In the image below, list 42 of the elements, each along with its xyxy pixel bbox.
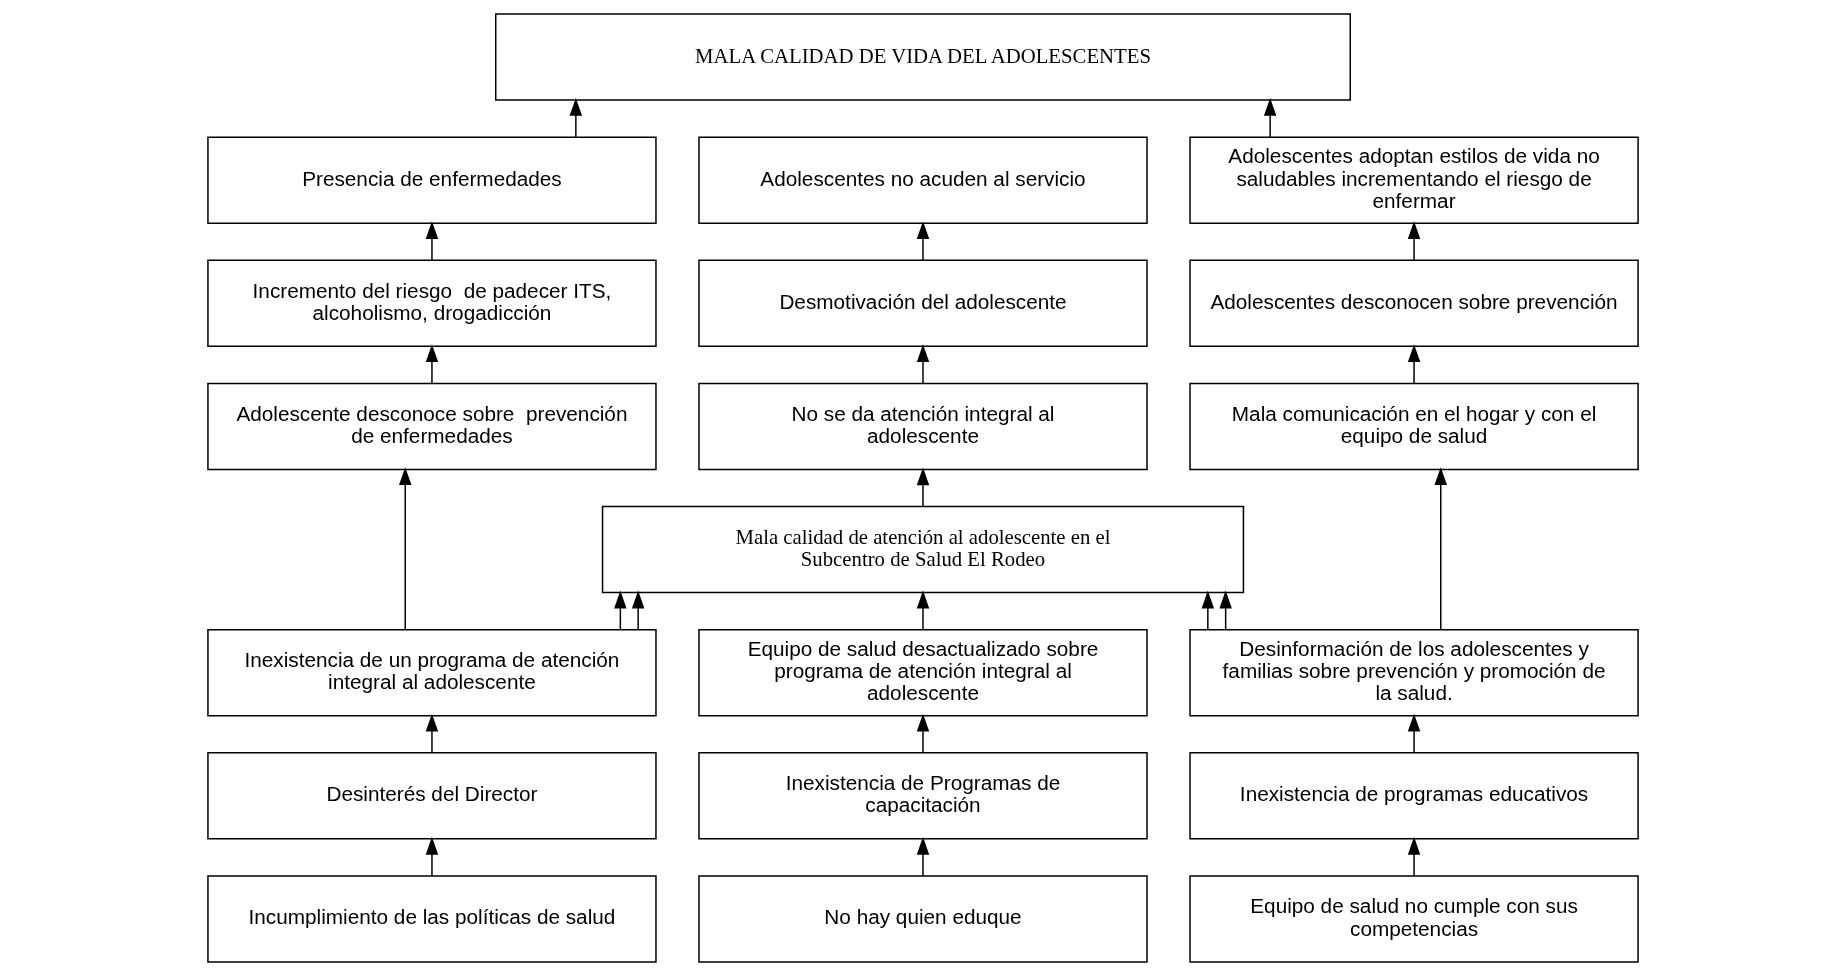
arrow — [569, 98, 582, 138]
arrow — [1434, 467, 1447, 630]
node-box: Desmotivación del adolescente — [697, 259, 1148, 348]
arrow — [1407, 836, 1420, 877]
arrow — [916, 344, 929, 385]
node-box: Adolescentes no acuden al servicio — [697, 136, 1148, 224]
node-box: Mala comunicación en el hogar y con el equipo de salud — [1188, 382, 1639, 471]
node-box: Inexistencia de Programas de capacitación — [697, 752, 1148, 840]
node-box: Adolescentes desconocen sobre prevención — [1188, 259, 1639, 348]
node-box: Presencia de enfermedades — [206, 136, 657, 224]
arrow — [1218, 590, 1232, 631]
node-box: Desinterés del Director — [206, 752, 657, 840]
node-box: Inexistencia de programas educativos — [1188, 752, 1639, 840]
node-box: Equipo de salud desactualizado sobre programa de atención integral al adolescente — [697, 628, 1148, 717]
arrow — [1263, 98, 1276, 138]
arrow — [916, 713, 929, 754]
arrow — [1407, 344, 1420, 385]
arrow — [1407, 713, 1420, 754]
arrow — [916, 221, 929, 261]
node-box: Incremento del riesgo de padecer ITS, alcoholismo, drogadicción — [206, 259, 657, 348]
node-box: Adolescentes adoptan estilos de vida no saludables incrementando el riesgo de enfermar — [1188, 136, 1639, 224]
node-box: Incumplimiento de las políticas de salud — [206, 875, 657, 963]
arrow — [398, 467, 411, 630]
node-box: Mala calidad de atención al adolescente en el Subcentro de Salud El Rodeo — [601, 505, 1244, 594]
node-box: MALA CALIDAD DE VIDA DEL ADOLESCENTES — [494, 13, 1351, 101]
node-box: No hay quien eduque — [697, 875, 1148, 963]
arrow — [1407, 221, 1420, 261]
arrow — [425, 344, 438, 385]
arrow — [631, 590, 644, 631]
node-box: No se da atención integral al adolescente — [697, 382, 1148, 471]
arrow — [916, 590, 929, 631]
node-box: Inexistencia de un programa de atención integral al adolescente — [206, 628, 657, 717]
node-box: Adolescente desconoce sobre prevención de enfermedades — [206, 382, 657, 471]
arrow — [916, 836, 929, 877]
node-box: Equipo de salud no cumple con sus competencias — [1188, 875, 1639, 963]
arrow — [916, 467, 929, 508]
node-box: Desinformación de los adolescentes y familias sobre prevención y promoción de la salud. — [1188, 628, 1639, 717]
arrow — [613, 590, 627, 631]
arrow — [425, 221, 438, 261]
arrow — [425, 713, 438, 754]
arrow — [1201, 590, 1214, 631]
arrow — [425, 836, 438, 877]
